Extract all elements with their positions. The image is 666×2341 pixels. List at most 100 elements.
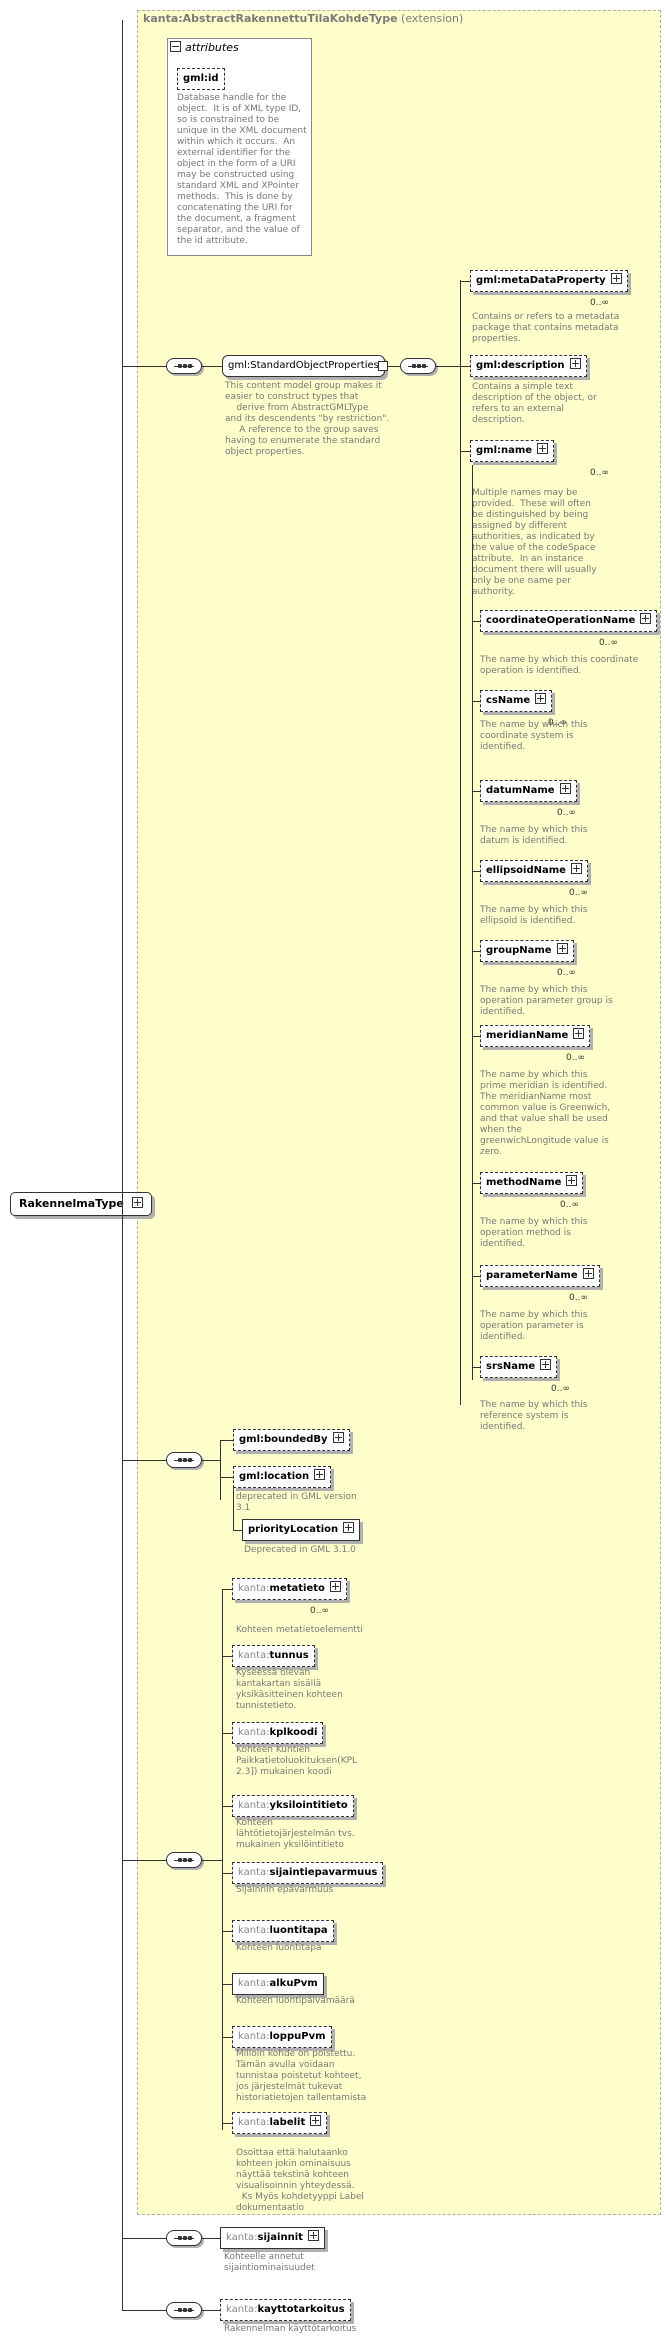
sequence-compositor-3[interactable] — [166, 1852, 202, 1868]
expand-icon[interactable] — [556, 943, 568, 954]
attributes-header[interactable]: attributes — [170, 41, 239, 54]
element-name: kayttotarkoitus — [257, 2304, 345, 2315]
cardinality-label: 0..∞ — [569, 888, 588, 898]
element-name: gml:location — [239, 1471, 310, 1482]
connector-line — [222, 2123, 232, 2124]
element-sijaintiepavarmuus[interactable]: kanta:sijaintiepavarmuus — [232, 1862, 384, 1884]
expand-icon[interactable] — [570, 863, 582, 874]
namespace-prefix: kanta: — [238, 1867, 270, 1878]
connector-line — [222, 1733, 232, 1734]
branch-line — [122, 366, 166, 367]
element-meridianname[interactable]: meridianName — [480, 1025, 591, 1047]
element-gml-location[interactable]: gml:location — [233, 1466, 332, 1488]
expand-icon[interactable] — [566, 1175, 578, 1186]
sequence-compositor-2[interactable] — [166, 1452, 202, 1468]
connector-line — [202, 2310, 220, 2311]
element-prioritylocation[interactable]: priorityLocation — [242, 1519, 361, 1541]
element-srsname[interactable]: srsName — [480, 1356, 558, 1378]
element-name: alkuPvm — [269, 1978, 318, 1989]
connector-line — [222, 2037, 232, 2038]
element-gml-description[interactable]: gml:description — [470, 355, 587, 377]
expand-icon[interactable] — [559, 783, 571, 794]
expand-icon[interactable] — [131, 1197, 143, 1208]
connector-line — [460, 451, 470, 452]
expand-icon[interactable] — [314, 1469, 326, 1480]
connector-line — [472, 1276, 480, 1277]
element-labelit[interactable]: kanta:labelit — [232, 2112, 328, 2134]
namespace-prefix: kanta: — [238, 1727, 270, 1738]
element-loppupvm[interactable]: kanta:loppuPvm — [232, 2026, 332, 2048]
element-description: Kohteen luontipäivämäärä — [236, 1996, 355, 2006]
group-expand-connector[interactable] — [378, 361, 388, 371]
expand-icon[interactable] — [537, 443, 549, 454]
element-description: Kohteelle annetut sijaintiominaisuudet — [224, 2252, 315, 2273]
element-gml-metadataproperty[interactable]: gml:metaDataProperty — [470, 270, 628, 292]
sequence-compositor-sop[interactable] — [400, 358, 436, 374]
element-name: gml:boundedBy — [239, 1434, 328, 1445]
connector-line — [222, 1806, 232, 1807]
element-groupname[interactable]: groupName — [480, 940, 574, 962]
element-metatieto[interactable]: kanta:metatieto — [232, 1578, 347, 1600]
element-ellipsoidname[interactable]: ellipsoidName — [480, 860, 588, 882]
cardinality-label: 0..∞ — [557, 808, 576, 818]
sequence-compositor-1[interactable] — [166, 358, 202, 374]
expand-icon[interactable] — [329, 1581, 341, 1592]
namespace-prefix: kanta: — [238, 1978, 270, 1989]
cardinality-label: 0..∞ — [310, 1606, 329, 1616]
element-luontitapa[interactable]: kanta:luontitapa — [232, 1920, 334, 1942]
element-name: luontitapa — [269, 1925, 328, 1936]
expand-icon[interactable] — [310, 2115, 322, 2126]
collapse-icon[interactable] — [170, 41, 181, 52]
branch-line — [122, 1460, 166, 1461]
branch-line — [122, 2310, 166, 2311]
expand-icon[interactable] — [307, 2230, 319, 2241]
element-gml-boundedby[interactable]: gml:boundedBy — [233, 1429, 350, 1451]
namespace-prefix: kanta: — [238, 1800, 270, 1811]
element-description: The name by which this coordinate operat… — [480, 655, 639, 676]
element-yksilointitieto[interactable]: kanta:yksilointitieto — [232, 1795, 354, 1817]
element-gml-name[interactable]: gml:name — [470, 440, 555, 462]
element-alkupvm[interactable]: kanta:alkuPvm — [232, 1973, 324, 1995]
sequence-compositor-5[interactable] — [166, 2302, 202, 2318]
element-name: ellipsoidName — [486, 865, 566, 876]
element-name: sijainnit — [257, 2232, 303, 2243]
element-sijainnit[interactable]: kanta:sijainnit — [220, 2227, 325, 2249]
branch-line — [122, 1860, 166, 1861]
expand-icon[interactable] — [640, 613, 652, 624]
element-description: The name by which this reference system … — [480, 1400, 588, 1432]
group-standard-object-properties[interactable]: gml:StandardObjectProperties — [222, 355, 385, 377]
element-description: Osoittaa että halutaanko kohteen jokin o… — [236, 2148, 364, 2213]
expand-icon[interactable] — [610, 273, 622, 284]
element-kplkoodi[interactable]: kanta:kplkoodi — [232, 1722, 324, 1744]
connector-line — [472, 621, 480, 622]
expand-icon[interactable] — [343, 1522, 355, 1533]
connector-line — [220, 1440, 221, 1500]
element-datumname[interactable]: datumName — [480, 780, 577, 802]
connector-line — [222, 1931, 232, 1932]
attribute-gml-id[interactable]: gml:id — [177, 68, 225, 90]
element-description: Kohteen metatietoelementti — [236, 1625, 363, 1635]
cardinality-label: 0..∞ — [566, 1053, 585, 1063]
connector-line — [436, 366, 460, 367]
expand-icon[interactable] — [540, 1359, 552, 1370]
element-tunnus[interactable]: kanta:tunnus — [232, 1645, 315, 1667]
expand-icon[interactable] — [332, 1432, 344, 1443]
root-element[interactable]: RakennelmaType — [10, 1192, 152, 1216]
element-methodname[interactable]: methodName — [480, 1172, 584, 1194]
expand-icon[interactable] — [573, 1028, 585, 1039]
namespace-prefix: kanta: — [238, 1650, 270, 1661]
element-coordinateoperationname[interactable]: coordinateOperationName — [480, 610, 658, 632]
cardinality-label: 0..∞ — [548, 718, 567, 728]
element-csname[interactable]: csName — [480, 690, 553, 712]
expand-icon[interactable] — [569, 358, 581, 369]
element-description: The name by which this prime meridian is… — [480, 1070, 611, 1157]
connector-line — [472, 701, 480, 702]
expand-icon[interactable] — [535, 693, 547, 704]
sequence-compositor-4[interactable] — [166, 2230, 202, 2246]
element-parametername[interactable]: parameterName — [480, 1265, 600, 1287]
expand-icon[interactable] — [582, 1268, 594, 1279]
element-description: Deprecated in GML 3.1.0 — [244, 1545, 356, 1555]
element-kayttotarkoitus[interactable]: kanta:kayttotarkoitus — [220, 2299, 351, 2321]
cardinality-label: 0..∞ — [560, 1200, 579, 1210]
connector-line — [222, 1589, 232, 1590]
